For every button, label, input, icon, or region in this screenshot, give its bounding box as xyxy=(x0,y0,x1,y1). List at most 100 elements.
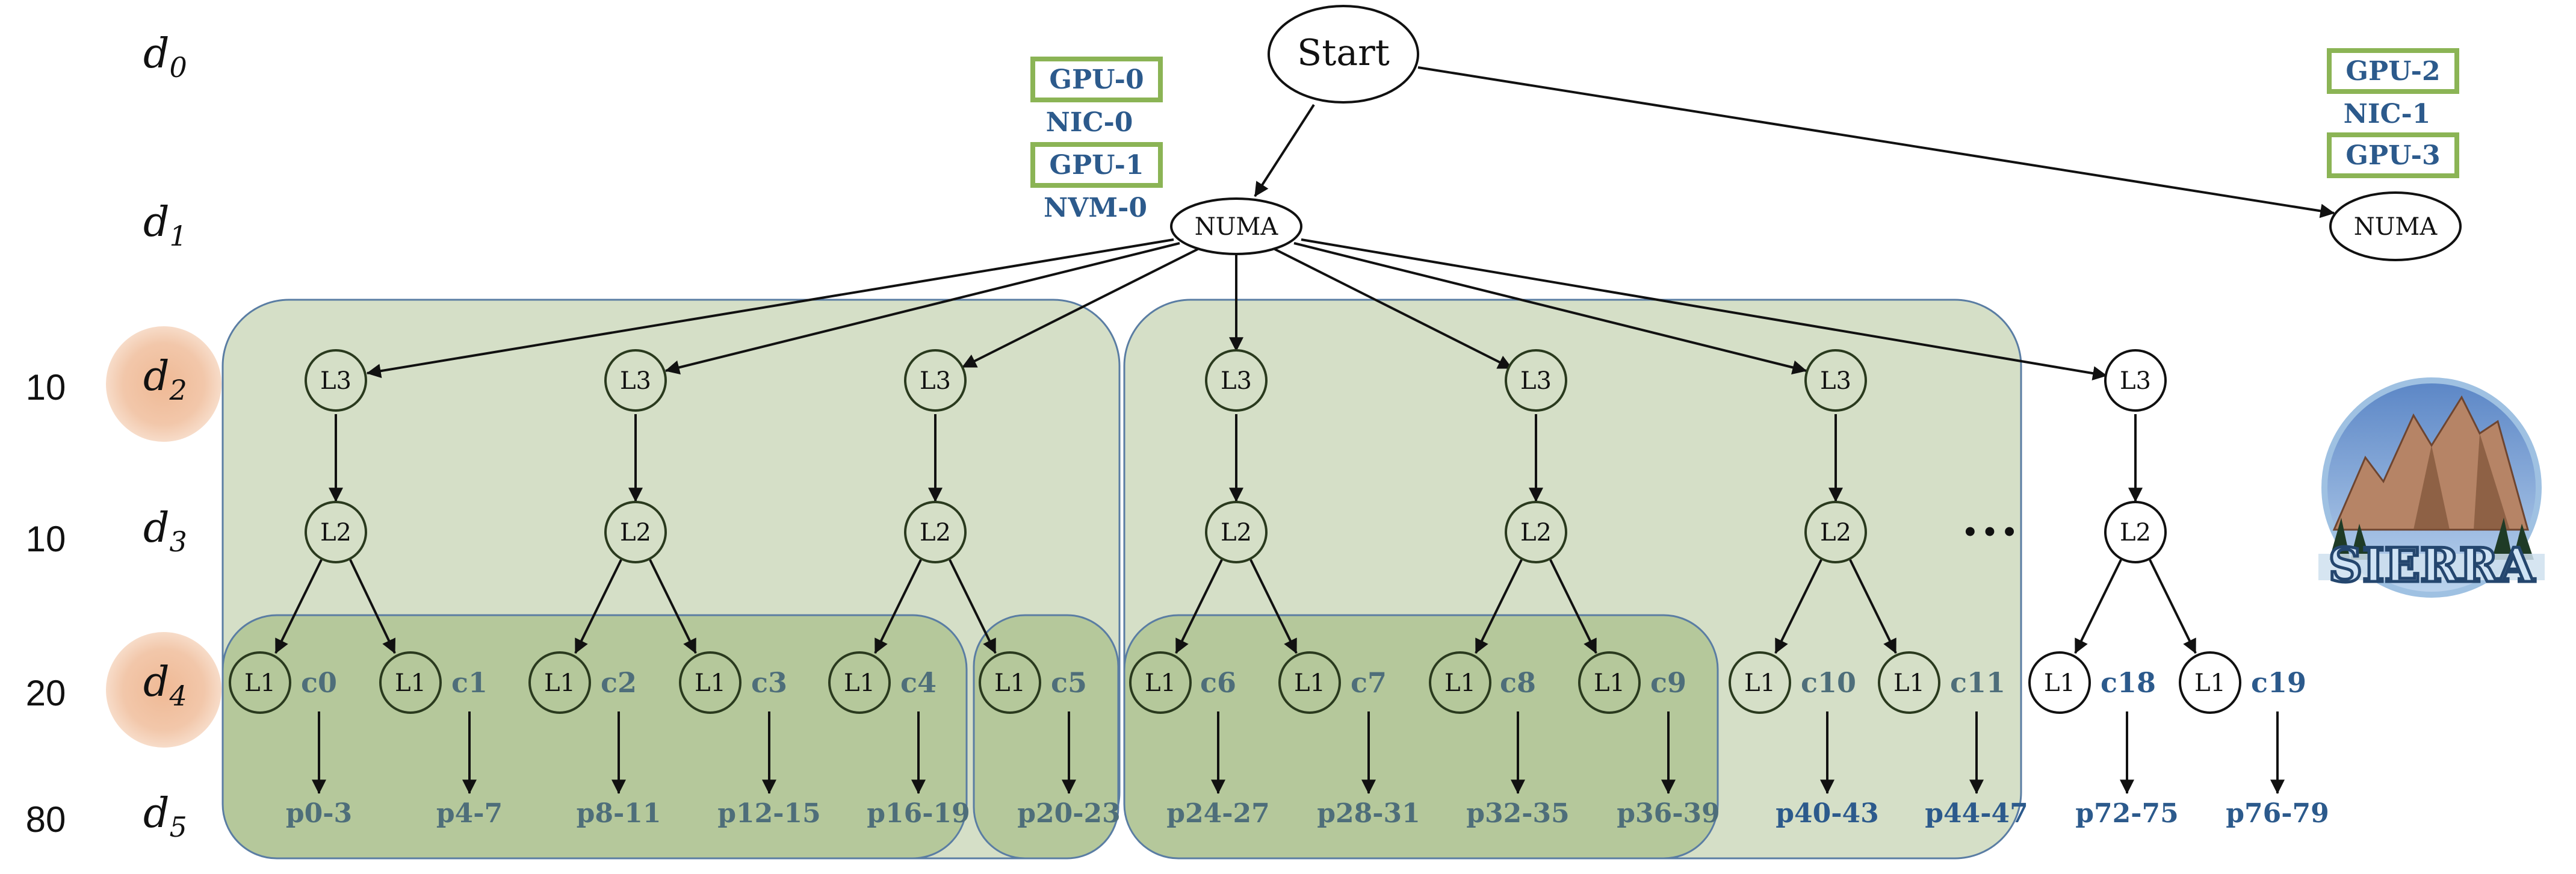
core-label-0: c0 xyxy=(301,666,337,699)
core-label-2: c2 xyxy=(601,666,637,699)
l2-node-6: L2 xyxy=(2104,501,2167,563)
edge-l2-l1-4 xyxy=(874,559,922,654)
devices-left: GPU-0 NIC-0 GPU-1 NVM-0 xyxy=(1030,57,1163,223)
l2-node-1: L2 xyxy=(604,501,667,563)
pu-label-0: p0-3 xyxy=(286,798,352,829)
count-d4: 20 xyxy=(26,673,66,713)
edge-numa-l3-0 xyxy=(366,238,1174,379)
gpu-2-label: GPU-2 xyxy=(2345,56,2440,87)
edge-l2-l1-3 xyxy=(649,559,697,654)
pu-label-9: p36-39 xyxy=(1617,798,1720,829)
edge-l2-l1-8 xyxy=(1475,559,1523,654)
gpu-1-box xyxy=(1030,142,1163,188)
svg-text:L1: L1 xyxy=(395,669,426,697)
core-label-8: c8 xyxy=(1500,666,1536,699)
svg-text:L3: L3 xyxy=(1520,367,1552,395)
edge-l2-l1-7 xyxy=(1249,559,1298,654)
core-label-11: c11 xyxy=(1950,666,2005,699)
start-node: Start xyxy=(1268,5,1419,104)
edge-start-numa1 xyxy=(1417,66,2335,218)
l3-node-4: L3 xyxy=(1505,349,1567,412)
edge-l2-l1-10 xyxy=(1774,559,1822,654)
svg-text:L1: L1 xyxy=(244,669,276,697)
svg-text:L3: L3 xyxy=(1820,367,1851,395)
svg-text:L1: L1 xyxy=(844,669,875,697)
sierra-logo: SIERRA xyxy=(2318,377,2545,598)
l2-nodes: L2 L2 L2 L2 L2 L2 L2 xyxy=(305,501,2167,563)
svg-text:L1: L1 xyxy=(1594,669,1625,697)
core-label-6: c6 xyxy=(1200,666,1236,699)
nic-0-label: NIC-0 xyxy=(1046,107,1133,138)
mountain-shadow xyxy=(2413,433,2510,530)
start-label: Start xyxy=(1297,32,1390,74)
edge-l2-l1-9 xyxy=(1549,559,1597,654)
level-counts: 10 10 20 80 xyxy=(26,367,66,840)
l2-node-2: L2 xyxy=(904,501,967,563)
edge-l2-l1-11 xyxy=(1849,559,1897,654)
svg-text:L2: L2 xyxy=(1520,519,1552,547)
edge-l2-l1-6 xyxy=(1175,559,1223,654)
l3-node-1: L3 xyxy=(604,349,667,412)
pu-label-6: p24-27 xyxy=(1166,798,1270,829)
edge-l2-l1-0 xyxy=(274,559,323,654)
core-label-9: c9 xyxy=(1650,666,1686,699)
l3-node-0: L3 xyxy=(305,349,367,412)
pu-label-2: p8-11 xyxy=(577,798,661,829)
svg-text:L1: L1 xyxy=(2044,669,2075,697)
svg-text:L1: L1 xyxy=(1744,669,1776,697)
svg-text:L1: L1 xyxy=(1893,669,1925,697)
group-regions xyxy=(221,299,2022,860)
count-d5: 80 xyxy=(26,799,66,840)
edge-numa-l3-5 xyxy=(1293,242,1807,375)
svg-text:L1: L1 xyxy=(544,669,575,697)
l1-node-12: L1 xyxy=(2028,651,2091,714)
svg-text:L3: L3 xyxy=(2120,367,2151,395)
l1-node-0: L1 xyxy=(229,651,291,714)
l1-node-13: L1 xyxy=(2179,651,2241,714)
core-group-region-3 xyxy=(1123,614,1719,860)
gpu-0-box xyxy=(1030,57,1163,102)
l3-node-5: L3 xyxy=(1804,349,1867,412)
l2-node-0: L2 xyxy=(305,501,367,563)
l1-node-1: L1 xyxy=(379,651,442,714)
devices-right: GPU-2 NIC-1 GPU-3 xyxy=(2327,48,2459,178)
numa-label-1: NUMA xyxy=(2354,213,2438,241)
level-d3: d3 xyxy=(143,504,187,558)
core-label-4: c4 xyxy=(900,666,937,699)
edge-numa-l3-4 xyxy=(1274,248,1513,370)
core-label-7: c7 xyxy=(1351,666,1387,699)
svg-text:L1: L1 xyxy=(994,669,1026,697)
pu-labels: p0-3 p4-7 p8-11 p12-15 p16-19 p20-23 p24… xyxy=(286,798,2329,829)
svg-text:L2: L2 xyxy=(1820,519,1851,547)
pu-label-10: p40-43 xyxy=(1776,798,1879,829)
edge-l2-l1-12 xyxy=(2074,559,2122,654)
level-d0: d0 xyxy=(143,30,187,84)
count-d3: 10 xyxy=(26,519,66,559)
svg-text:L2: L2 xyxy=(2120,519,2151,547)
pu-label-4: p16-19 xyxy=(867,798,970,829)
gpu-3-box xyxy=(2327,132,2459,178)
d4-highlight xyxy=(106,632,221,748)
pu-label-7: p28-31 xyxy=(1317,798,1420,829)
edge-start-numa0 xyxy=(1254,104,1315,197)
pu-label-13: p76-79 xyxy=(2226,798,2329,829)
svg-text:L1: L1 xyxy=(1294,669,1325,697)
l1-node-10: L1 xyxy=(1729,651,1791,714)
svg-text:L2: L2 xyxy=(1221,519,1252,547)
core-label-12: c18 xyxy=(2101,666,2156,699)
pu-label-11: p44-47 xyxy=(1925,798,2028,829)
d2-highlight xyxy=(106,326,221,442)
l1-node-11: L1 xyxy=(1878,651,1940,714)
core-labels: c0 c1 c2 c3 c4 c5 c6 c7 c8 c9 c10 c11 c1… xyxy=(301,666,2306,699)
svg-text:L2: L2 xyxy=(920,519,951,547)
l3-node-2: L3 xyxy=(904,349,967,412)
pu-label-12: p72-75 xyxy=(2075,798,2179,829)
l1-node-3: L1 xyxy=(679,651,742,714)
gpu-3-label: GPU-3 xyxy=(2345,140,2440,171)
svg-text:L3: L3 xyxy=(320,367,351,395)
numa-node-1: NUMA xyxy=(2329,191,2462,261)
l1-nodes: L1 L1 L1 L1 L1 L1 L1 L1 L1 L1 L1 L1 L1 L… xyxy=(229,651,2241,714)
edge-numa-l3-1 xyxy=(664,242,1180,375)
l1-node-2: L1 xyxy=(528,651,591,714)
